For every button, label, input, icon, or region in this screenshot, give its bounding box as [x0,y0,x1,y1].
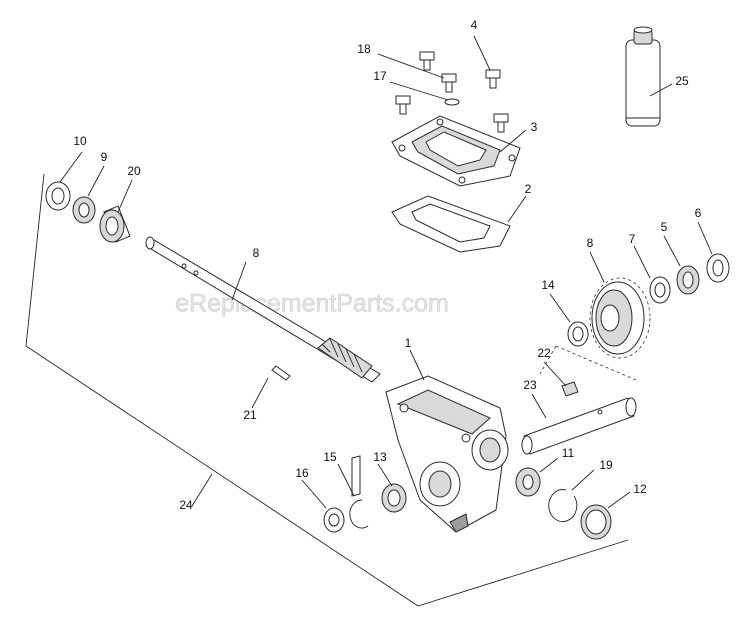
callout-13: 13 [373,450,387,464]
assembly-bracket [25,173,629,607]
bolt-18-b [441,73,457,93]
callout-22: 22 [537,346,551,360]
callout-10: 10 [73,134,87,148]
callout-16: 16 [295,466,309,480]
part-3-cover [391,115,521,187]
callout-21: 21 [243,408,257,422]
bolt-4 [485,69,501,89]
part-1-housing [385,375,509,533]
part-14-ring [567,321,589,347]
part-6-washer [706,253,730,283]
bolts-group [395,51,509,133]
callout-14: 14 [541,278,555,292]
part-21-pin [271,365,291,381]
bolt-17 [395,95,411,115]
leader-lines [59,35,713,509]
callout-9: 9 [101,150,108,164]
callout-17: 17 [373,69,387,83]
part-25-cylinder [625,26,661,127]
part-9-washer [72,196,96,224]
callout-11: 11 [562,446,575,460]
part-8-shaft [145,236,381,383]
callout-labels: 4 18 17 25 3 10 9 20 2 6 5 7 8 8 14 1 22… [73,18,701,512]
part-7-washer [649,276,671,304]
part-20-bushing [99,205,131,243]
callout-19: 19 [599,458,613,472]
callout-8-gear: 8 [587,236,594,250]
callout-15: 15 [323,450,337,464]
callout-12: 12 [633,482,647,496]
callout-24: 24 [179,498,193,512]
callout-5: 5 [661,220,668,234]
callout-4: 4 [471,18,478,32]
part-10-washer [45,181,71,211]
part-16-washer [323,507,345,533]
part-5-bearing [676,265,700,295]
callout-23: 23 [523,378,537,392]
callout-20: 20 [127,164,141,178]
washer-17 [444,98,460,106]
callout-6: 6 [695,206,702,220]
bolt-3 [493,113,509,133]
part-19-snap-ring [548,489,578,522]
callout-25: 25 [675,74,689,88]
part-23-shaft [521,397,637,455]
part-13-bushing [381,483,407,513]
part-15-retainer [349,455,369,529]
callout-3: 3 [531,120,538,134]
callout-1: 1 [405,336,412,350]
part-8-gear [589,277,651,359]
part-11-bushing [515,467,541,497]
alignment-lines [539,345,637,381]
part-2-gasket [391,195,511,253]
callout-8-shaft: 8 [253,246,260,260]
bolt-18-a [419,51,435,71]
callout-2: 2 [525,182,532,196]
part-12-bearing [580,504,612,540]
watermark-text: eReplacementParts.com [175,290,449,318]
callout-18: 18 [357,42,371,56]
callout-7: 7 [629,232,636,246]
